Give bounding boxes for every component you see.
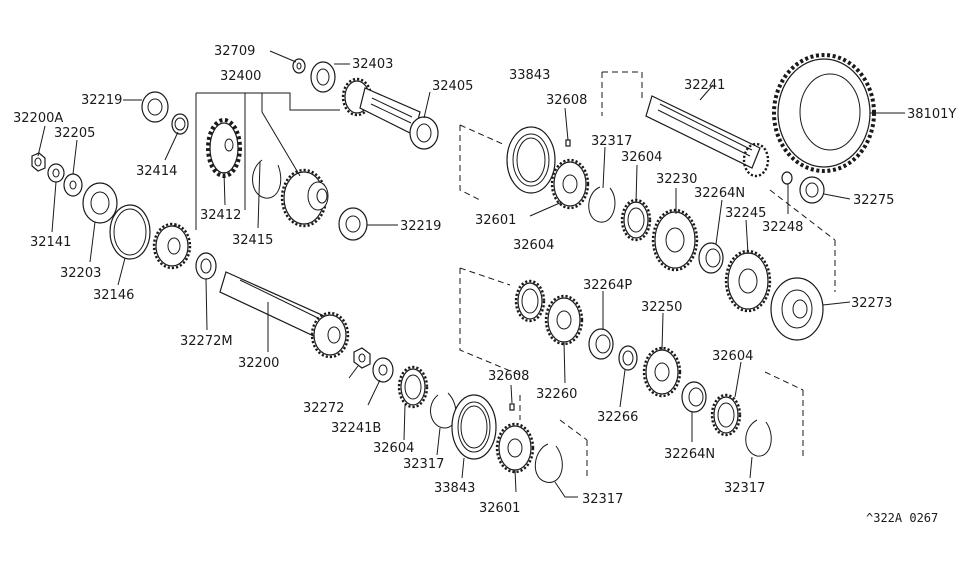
part-32219-bearing-mid bbox=[338, 207, 368, 241]
label-32203: 32203 bbox=[60, 266, 101, 281]
part-32264N-needle-bearing-bot bbox=[681, 381, 707, 413]
label-32146: 32146 bbox=[93, 288, 134, 303]
part-32604-synchro-ring-bot bbox=[397, 365, 429, 409]
label-32141: 32141 bbox=[30, 235, 71, 250]
label-32608-top: 32608 bbox=[546, 93, 587, 108]
part-32317-snap-ring-top bbox=[588, 186, 616, 223]
part-32200-mainshaft bbox=[219, 271, 350, 359]
part-32219-bearing-top bbox=[141, 91, 169, 123]
part-32709 bbox=[292, 58, 306, 74]
part-32230-gear bbox=[651, 208, 699, 272]
label-32275: 32275 bbox=[853, 193, 894, 208]
label-32608-bot: 32608 bbox=[488, 369, 529, 384]
label-32245: 32245 bbox=[725, 206, 766, 221]
label-32601-top: 32601 bbox=[475, 213, 516, 228]
label-32272: 32272 bbox=[303, 401, 344, 416]
label-32415: 32415 bbox=[232, 233, 273, 248]
part-32400-gear-shaft bbox=[341, 77, 421, 136]
part-32414-ring bbox=[171, 113, 189, 135]
part-33843-sleeve-top bbox=[506, 126, 556, 194]
part-32203-bearing bbox=[82, 182, 118, 224]
label-32266: 32266 bbox=[597, 410, 638, 425]
part-32601-hub-top bbox=[550, 158, 590, 210]
part-32241-pinion-shaft bbox=[645, 95, 770, 178]
part-32412-gear bbox=[206, 118, 242, 178]
label-32272M: 32272M bbox=[180, 334, 233, 349]
part-32241B-washer bbox=[372, 357, 394, 383]
label-32412: 32412 bbox=[200, 208, 241, 223]
label-32405: 32405 bbox=[432, 79, 473, 94]
part-32248-washer bbox=[781, 171, 793, 185]
label-32200: 32200 bbox=[238, 356, 279, 371]
part-32272M-collar bbox=[195, 252, 217, 280]
label-32250: 32250 bbox=[641, 300, 682, 315]
reference-code: ^322A 0267 bbox=[866, 511, 938, 525]
part-32266-ring bbox=[618, 345, 638, 371]
label-32264N-bot: 32264N bbox=[664, 447, 715, 462]
part-32200-gear bbox=[152, 222, 192, 270]
part-32608-key-bot bbox=[509, 403, 515, 411]
part-32275-bearing bbox=[799, 176, 825, 204]
label-32205: 32205 bbox=[54, 126, 95, 141]
label-32264P: 32264P bbox=[583, 278, 632, 293]
leader-lines bbox=[37, 50, 905, 498]
label-32400: 32400 bbox=[220, 69, 261, 84]
part-32317-snap-ring-right bbox=[745, 419, 772, 457]
part-32604-synchro-ring-right bbox=[710, 393, 742, 437]
part-32264N-needle-bearing-top bbox=[698, 242, 724, 274]
part-32146-ring bbox=[109, 204, 151, 260]
part-32405-bearing bbox=[409, 116, 439, 150]
label-32604-mid: 32604 bbox=[513, 238, 554, 253]
part-32205-washer bbox=[63, 173, 83, 197]
label-32604-right: 32604 bbox=[712, 349, 753, 364]
part-32272-nut bbox=[353, 347, 371, 369]
part-32604-synchro-ring-mid bbox=[514, 279, 546, 323]
label-32260: 32260 bbox=[536, 387, 577, 402]
label-32241: 32241 bbox=[684, 78, 725, 93]
label-32604-bot: 32604 bbox=[373, 441, 414, 456]
label-33843-bot: 33843 bbox=[434, 481, 475, 496]
label-32709: 32709 bbox=[214, 44, 255, 59]
label-32414: 32414 bbox=[136, 164, 177, 179]
label-32317-right: 32317 bbox=[724, 481, 765, 496]
label-33843-top: 33843 bbox=[509, 68, 550, 83]
part-38101Y-ring-gear bbox=[772, 53, 876, 173]
label-32403: 32403 bbox=[352, 57, 393, 72]
part-32403-bearing bbox=[310, 61, 336, 93]
label-38101Y: 38101Y bbox=[907, 107, 956, 122]
label-32264N-top: 32264N bbox=[694, 186, 745, 201]
label-32317-top: 32317 bbox=[591, 134, 632, 149]
part-32604-synchro-ring-top bbox=[620, 198, 652, 242]
label-32200A: 32200A bbox=[13, 111, 63, 126]
label-32248: 32248 bbox=[762, 220, 803, 235]
part-32250-gear bbox=[642, 346, 682, 398]
label-32219-mid: 32219 bbox=[400, 219, 441, 234]
part-32141-washer bbox=[47, 163, 65, 183]
part-32264P-needle-bearing bbox=[588, 328, 614, 360]
part-33843-sleeve-bot bbox=[451, 394, 497, 460]
label-32604-top: 32604 bbox=[621, 150, 662, 165]
part-32608-key-top bbox=[565, 139, 571, 147]
part-32245-gear bbox=[724, 249, 772, 313]
part-32400-cluster-gear bbox=[280, 168, 329, 228]
label-32230: 32230 bbox=[656, 172, 697, 187]
part-32601-hub-bot bbox=[495, 422, 535, 474]
part-32273-bearing bbox=[770, 277, 824, 341]
label-32219-top: 32219 bbox=[81, 93, 122, 108]
label-32241B: 32241B bbox=[331, 421, 381, 436]
label-32317-bot: 32317 bbox=[582, 492, 623, 507]
label-32273: 32273 bbox=[851, 296, 892, 311]
label-32317-mid: 32317 bbox=[403, 457, 444, 472]
part-32317-snap-ring-mid bbox=[430, 392, 457, 429]
label-32601-bot: 32601 bbox=[479, 501, 520, 516]
part-32415-snap-ring bbox=[252, 159, 282, 199]
part-32317-snap-ring-bot bbox=[534, 443, 563, 483]
assembly-outlines bbox=[459, 71, 836, 480]
part-32260-gear bbox=[544, 294, 584, 346]
part-labels: 32709 32403 32400 32405 33843 32608 3224… bbox=[13, 44, 956, 525]
